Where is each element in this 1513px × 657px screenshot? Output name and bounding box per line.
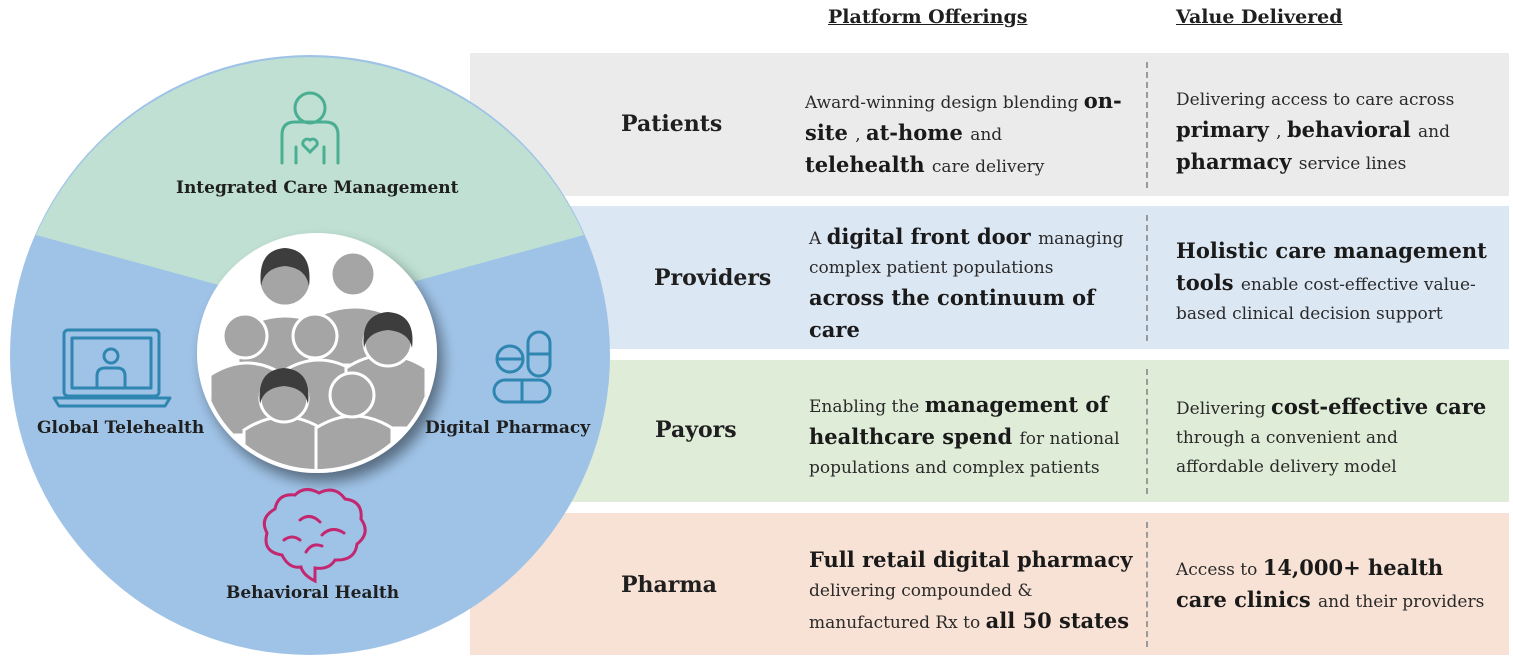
- patients-value: Delivering access to care across primary…: [1176, 86, 1491, 179]
- pharma-offering: Full retail digital pharmacy delivering …: [809, 545, 1139, 638]
- integrated-care-segment: [36, 57, 584, 310]
- care-wheel-diagram: [10, 55, 610, 655]
- integrated-care-label: Integrated Care Management: [176, 178, 459, 198]
- row-divider: [1146, 62, 1148, 188]
- providers-row-band: [470, 206, 1509, 349]
- body-text: ,: [1276, 122, 1287, 142]
- payors-value: Delivering cost-effective care through a…: [1176, 392, 1491, 482]
- highlight-text: across the continuum of care: [809, 285, 1096, 342]
- body-text: delivering compounded & manufactured Rx …: [809, 581, 1033, 633]
- highlight-text: cost-effective care: [1271, 394, 1487, 419]
- highlight-text: digital front door: [826, 224, 1039, 249]
- behavioral-health-label: Behavioral Health: [226, 583, 400, 603]
- people-group-icon: [208, 248, 428, 469]
- body-text: and their providers: [1318, 592, 1485, 612]
- brain-icon: [262, 488, 367, 584]
- row-label-patients: Patients: [621, 111, 723, 137]
- payors-offering: Enabling the management of healthcare sp…: [809, 390, 1129, 483]
- row-divider: [1146, 522, 1148, 647]
- pharma-row-band: [470, 513, 1509, 655]
- body-text: A: [809, 229, 827, 249]
- providers-offering: A digital front door managing complex pa…: [809, 222, 1129, 347]
- highlight-text: telehealth: [805, 152, 932, 177]
- highlight-text: management of healthcare spend: [809, 392, 1109, 449]
- global-telehealth-label: Global Telehealth: [37, 418, 205, 438]
- platform-offerings-heading: Platform Offerings: [828, 6, 1028, 28]
- body-text: Award-winning design blending: [805, 93, 1084, 113]
- highlight-text: behavioral: [1286, 117, 1419, 142]
- patients-offering: Award-winning design blending on-site , …: [805, 86, 1125, 182]
- body-text: ,: [855, 125, 866, 145]
- body-text: care delivery: [931, 157, 1045, 177]
- digital-pharmacy-label: Digital Pharmacy: [425, 418, 591, 438]
- row-divider: [1146, 369, 1148, 494]
- highlight-text: Holistic care management tools: [1176, 238, 1487, 295]
- row-divider: [1146, 215, 1148, 341]
- body-text: Delivering access to care across: [1176, 90, 1455, 110]
- row-label-payors: Payors: [655, 417, 737, 443]
- highlight-text: primary: [1176, 117, 1277, 142]
- patients-row-band: [470, 53, 1509, 196]
- laptop-user-icon: [52, 328, 172, 408]
- highlight-text: at-home: [866, 120, 971, 145]
- body-text: for national populations and complex pat…: [809, 429, 1120, 478]
- person-heart-icon: [280, 91, 340, 165]
- highlight-text: 14,000+ health care clinics: [1176, 555, 1444, 612]
- body-text: service lines: [1298, 154, 1407, 174]
- body-text: through a convenient and affordable deli…: [1176, 428, 1398, 477]
- body-text: and: [1418, 122, 1450, 142]
- providers-value: Holistic care management tools enable co…: [1176, 236, 1491, 329]
- highlight-text: all 50 states: [985, 608, 1130, 633]
- highlight-text: on-site: [805, 88, 1122, 145]
- row-label-pharma: Pharma: [621, 572, 717, 598]
- body-text: enable cost-effective value-based clinic…: [1176, 275, 1476, 324]
- highlight-text: pharmacy: [1176, 149, 1299, 174]
- pharma-value: Access to 14,000+ health care clinics an…: [1176, 553, 1491, 617]
- highlight-text: Full retail digital pharmacy: [809, 547, 1133, 572]
- body-text: Delivering: [1176, 399, 1272, 419]
- value-delivered-heading: Value Delivered: [1176, 6, 1343, 28]
- body-text: managing complex patient populations: [809, 229, 1124, 278]
- pills-icon: [492, 330, 552, 404]
- body-text: and: [970, 125, 1003, 145]
- body-text: Access to: [1176, 560, 1263, 580]
- payors-row-band: [470, 360, 1509, 502]
- body-text: Enabling the: [809, 397, 925, 417]
- row-label-providers: Providers: [654, 265, 772, 291]
